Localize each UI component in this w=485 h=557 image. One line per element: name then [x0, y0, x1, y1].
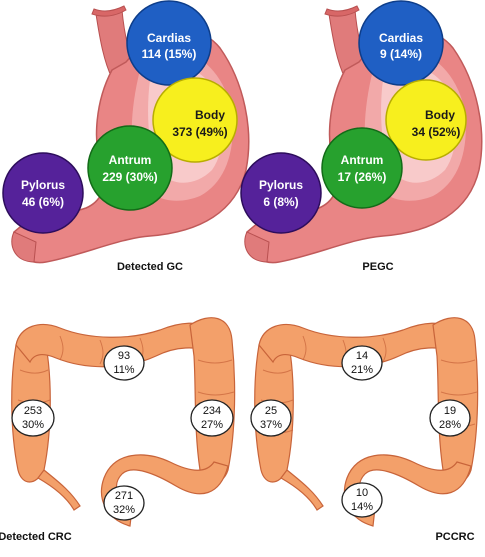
cardias-label: Cardias: [147, 31, 191, 45]
cardias-value: 9 (14%): [380, 47, 422, 61]
cardias-value: 114 (15%): [142, 47, 197, 61]
colon-segment-descending: 19 28%: [429, 399, 471, 437]
antrum-circle: [321, 127, 403, 209]
caption-detected-crc: Detected CRC: [0, 531, 72, 543]
segment-pct: 32%: [113, 504, 135, 516]
colon-segment-descending: 234 27%: [190, 399, 234, 437]
body-value: 34 (52%): [412, 125, 461, 139]
colon-segment-ascending: 253 30%: [11, 399, 55, 437]
region-body: Body 373 (49%): [152, 77, 238, 163]
cardias-circle: [358, 0, 444, 86]
body-circle: [152, 77, 238, 163]
segment-ellipse: [190, 399, 234, 437]
segment-count: 253: [24, 405, 42, 417]
pylorus-circle: [240, 152, 322, 234]
region-pylorus: Pylorus 6 (8%): [240, 152, 322, 234]
pylorus-circle: [2, 152, 84, 234]
region-antrum: Antrum 229 (30%): [87, 125, 173, 211]
antrum-circle: [87, 125, 173, 211]
body-circle: [385, 79, 467, 161]
colon-segment-transverse: 14 21%: [341, 345, 383, 381]
region-body: Body 34 (52%): [385, 79, 467, 161]
caption-pccrc: PCCRC: [435, 531, 474, 543]
segment-ellipse: [250, 399, 292, 437]
segment-ellipse: [429, 399, 471, 437]
antrum-value: 17 (26%): [338, 170, 387, 184]
caption-detected-gc: Detected GC: [117, 261, 183, 273]
cardias-label: Cardias: [379, 31, 423, 45]
segment-count: 271: [115, 490, 133, 502]
segment-pct: 27%: [201, 419, 223, 431]
antrum-label: Antrum: [109, 153, 152, 167]
segment-count: 10: [356, 487, 368, 499]
pylorus-label: Pylorus: [259, 178, 303, 192]
antrum-label: Antrum: [341, 153, 384, 167]
antrum-value: 229 (30%): [102, 170, 157, 184]
region-cardias: Cardias 9 (14%): [358, 0, 444, 86]
segment-ellipse: [11, 399, 55, 437]
colon-segment-ascending: 25 37%: [250, 399, 292, 437]
pylorus-value: 46 (6%): [22, 195, 64, 209]
segment-pct: 21%: [351, 364, 373, 376]
segment-pct: 37%: [260, 419, 282, 431]
segment-ellipse: [341, 482, 383, 518]
pylorus-value: 6 (8%): [263, 195, 298, 209]
segment-ellipse: [341, 345, 383, 381]
segment-pct: 28%: [439, 419, 461, 431]
segment-count: 19: [444, 405, 456, 417]
pylorus-label: Pylorus: [21, 178, 65, 192]
cardias-circle: [126, 0, 212, 86]
segment-count: 234: [203, 405, 221, 417]
segment-count: 93: [118, 350, 130, 362]
segment-count: 14: [356, 350, 368, 362]
colon-segment-transverse: 93 11%: [103, 345, 145, 381]
segment-ellipse: [103, 485, 145, 521]
segment-pct: 14%: [351, 501, 373, 513]
region-pylorus: Pylorus 46 (6%): [2, 152, 84, 234]
body-label: Body: [425, 108, 455, 122]
region-cardias: Cardias 114 (15%): [126, 0, 212, 86]
caption-pegc: PEGC: [362, 261, 393, 273]
body-value: 373 (49%): [172, 125, 227, 139]
colon-segment-sigmoid-rectum: 271 32%: [103, 485, 145, 521]
body-label: Body: [195, 108, 225, 122]
colon-segment-sigmoid-rectum: 10 14%: [341, 482, 383, 518]
segment-pct: 30%: [22, 419, 44, 431]
segment-ellipse: [103, 345, 145, 381]
region-antrum: Antrum 17 (26%): [321, 127, 403, 209]
segment-pct: 11%: [113, 364, 134, 376]
segment-count: 25: [265, 405, 277, 417]
